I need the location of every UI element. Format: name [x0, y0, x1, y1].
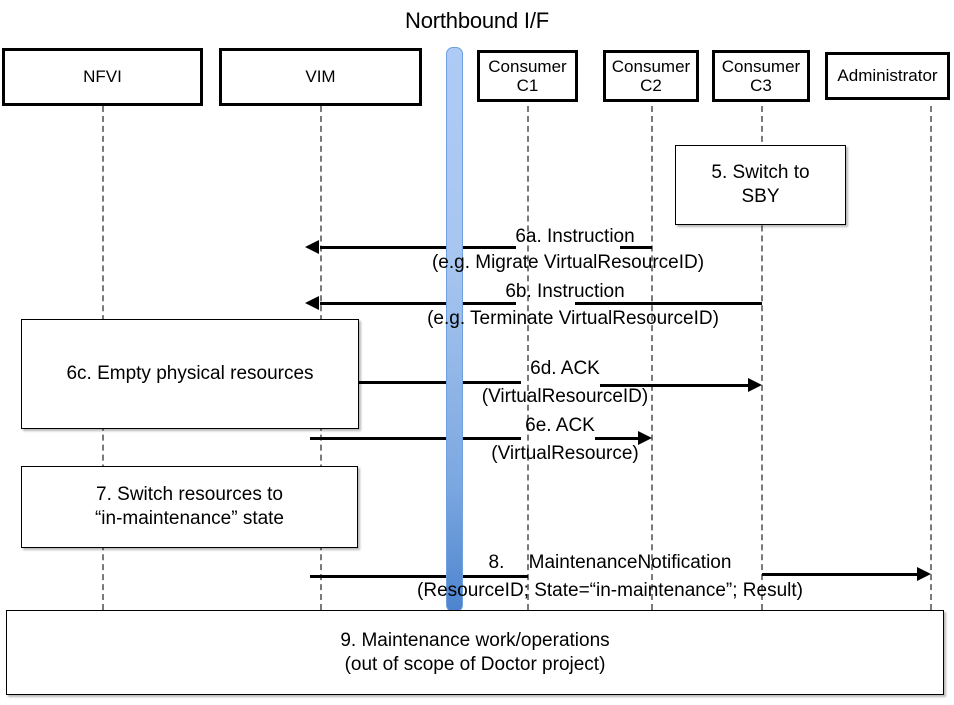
lifeline-c1 — [527, 106, 529, 610]
message-6d-arrowhead — [748, 378, 762, 392]
note-step-9-line2: (out of scope of Doctor project) — [344, 653, 606, 675]
message-6a-label-line2: (e.g. Migrate VirtualResourceID) — [431, 252, 705, 273]
actor-box-administrator[interactable]: Administrator — [825, 52, 950, 100]
note-step-7-line2: “in-maintenance” state — [94, 508, 285, 529]
message-6a-line-left — [320, 246, 516, 249]
message-8-line-left — [310, 575, 528, 578]
note-step-5-line2: SBY — [741, 186, 780, 207]
message-6e-arrowhead — [638, 431, 652, 445]
message-6b-label-line1: 6b. Instruction — [505, 281, 625, 302]
message-6b-arrowhead — [305, 296, 319, 310]
message-6d-line-left — [359, 381, 521, 384]
message-6e-label-line1: 6e. ACK — [525, 415, 595, 436]
message-6b-line-right — [575, 302, 762, 305]
note-step-5-line1: 5. Switch to — [711, 162, 810, 184]
note-step-7-line1: 7. Switch resources to — [96, 484, 283, 506]
note-step-7-switch-resources: 7. Switch resources to “in-maintenance” … — [21, 466, 358, 548]
message-6e-label-line2: (VirtualResource) — [491, 443, 639, 464]
note-step-6c-empty-physical-resources: 6c. Empty physical resources — [21, 319, 359, 429]
actor-label-consumer-c1-line2: C1 — [516, 76, 539, 95]
lifeline-c3 — [761, 106, 763, 610]
message-6b-line-left — [320, 302, 516, 305]
message-8-label-line1: 8. MaintenanceNotification — [488, 552, 732, 573]
actor-label-consumer-c2-line1: Consumer — [611, 56, 691, 76]
actor-box-consumer-c2[interactable]: Consumer C2 — [603, 50, 699, 102]
actor-label-consumer-c1-line1: Consumer — [488, 56, 567, 76]
message-6a-line-right — [620, 246, 652, 249]
actor-label-consumer-c3-line1: Consumer — [721, 56, 801, 76]
lifeline-c2 — [651, 106, 653, 610]
lifeline-admin — [930, 106, 932, 610]
message-6d-label-line2: (VirtualResourceID) — [481, 386, 649, 407]
note-step-6c-line1: 6c. Empty physical resources — [66, 363, 314, 385]
diagram-title: Northbound I/F — [405, 8, 549, 33]
actor-box-consumer-c3[interactable]: Consumer C3 — [712, 50, 810, 102]
message-6d-line-right — [600, 384, 748, 387]
actor-box-consumer-c1[interactable]: Consumer C1 — [477, 50, 578, 102]
actor-label-vim: VIM — [305, 67, 336, 87]
actor-label-nfvi: NFVI — [83, 67, 122, 87]
actor-label-consumer-c3-line2: C3 — [750, 76, 772, 95]
message-6e-line-left — [310, 437, 521, 440]
message-8-arrowhead — [917, 567, 931, 581]
actor-label-consumer-c2-line2: C2 — [640, 76, 662, 95]
message-6b-label-line2: (e.g. Terminate VirtualResourceID) — [427, 308, 719, 329]
actor-box-vim[interactable]: VIM — [219, 48, 422, 106]
actor-label-administrator: Administrator — [837, 66, 938, 86]
note-step-9-line1: 9. Maintenance work/operations — [340, 629, 610, 651]
actor-box-nfvi[interactable]: NFVI — [2, 48, 203, 106]
message-6a-label-line1: 6a. Instruction — [515, 226, 635, 247]
message-8-label-line2: (ResourceID; State=“in-maintenance”; Res… — [417, 580, 803, 601]
message-6a-arrowhead — [305, 240, 319, 254]
note-step-5-switch-to-sby: 5. Switch to SBY — [675, 145, 846, 225]
message-6d-label-line1: 6d. ACK — [530, 358, 600, 379]
message-8-line-right — [762, 573, 917, 576]
message-6e-line-right — [595, 437, 643, 440]
northbound-interface-bar — [446, 47, 463, 612]
note-step-9-maintenance-work: 9. Maintenance work/operations (out of s… — [6, 610, 944, 695]
